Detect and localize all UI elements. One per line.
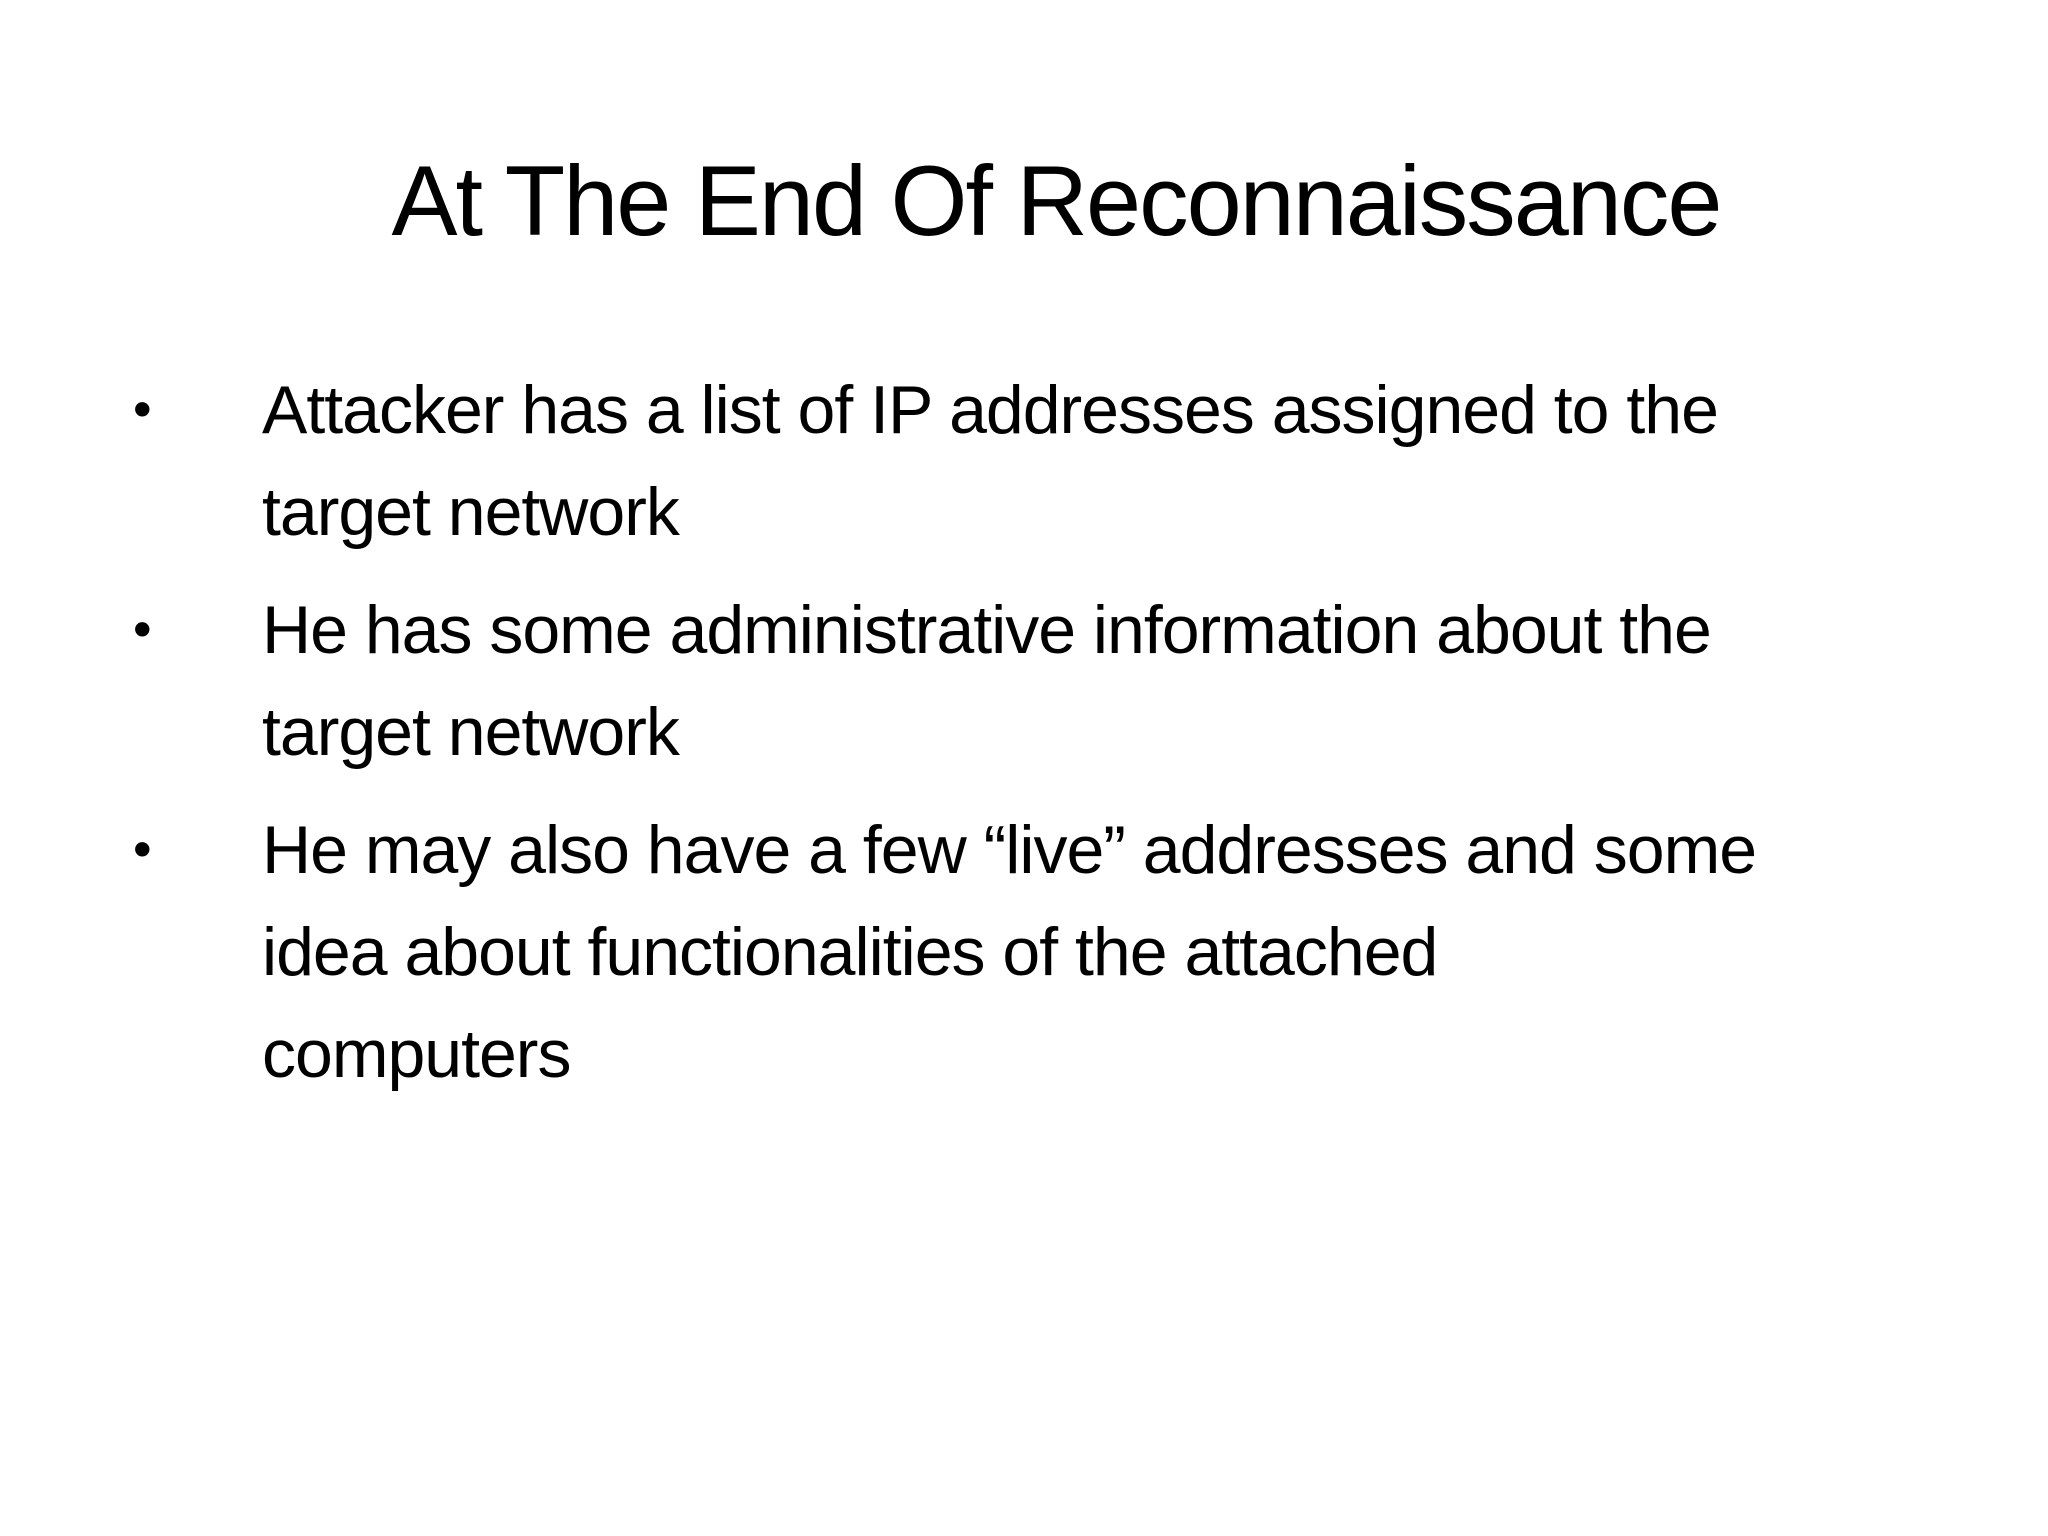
bullet-text-3: He may also have a few “live” addresses … <box>262 811 1757 1092</box>
bullet-item-2: • He has some administrative information… <box>0 579 2048 783</box>
bullet-text-1: Attacker has a list of IP addresses assi… <box>262 371 1719 550</box>
bullet-marker-icon: • <box>133 599 152 659</box>
bullet-list: • Attacker has a list of IP addresses as… <box>0 359 2048 1105</box>
bullet-item-1: • Attacker has a list of IP addresses as… <box>0 359 2048 563</box>
slide-title: At The End Of Reconnaissance <box>391 145 1723 256</box>
bullet-text-2: He has some administrative information a… <box>262 591 1712 770</box>
bullet-marker-icon: • <box>133 379 152 439</box>
bullet-item-3: • He may also have a few “live” addresse… <box>0 799 2048 1105</box>
bullet-marker-icon: • <box>133 819 152 879</box>
